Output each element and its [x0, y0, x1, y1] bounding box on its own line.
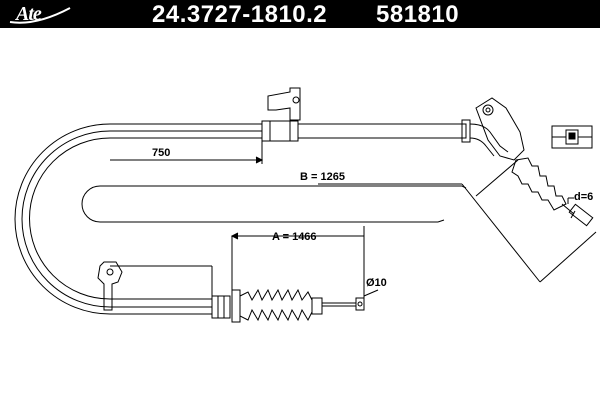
right-bellows — [511, 157, 567, 211]
tube-sleeve — [261, 120, 299, 142]
dim-a-label: A = 1466 — [272, 231, 317, 243]
dim-phi-label: Ø10 — [366, 277, 387, 289]
elbow-fitting — [469, 123, 509, 157]
bracket-hole — [292, 96, 300, 104]
left-bellows — [239, 288, 313, 322]
dim-b-label: B = 1265 — [300, 171, 345, 183]
logo-text: Ate — [16, 3, 42, 25]
left-bracket — [97, 261, 123, 311]
cable-outer-line — [14, 123, 262, 315]
dim-d-label: d=6 — [574, 191, 593, 203]
free-cable-loop — [81, 185, 467, 223]
ferrule-collar — [231, 289, 241, 323]
cable-drawing: 750 B = 1265 A = 1466 Ø10 d=6 — [14, 87, 597, 323]
cable-inner-line — [29, 137, 262, 300]
part-number: 24.3727-1810.2 — [152, 1, 328, 28]
dim-750-label: 750 — [152, 147, 170, 159]
end-plate — [475, 97, 525, 161]
cable-mid-line — [21, 130, 262, 308]
ferrule — [211, 295, 231, 319]
code-number: 581810 — [376, 1, 460, 28]
dim-phi-line — [363, 289, 379, 297]
inner-cable-right — [561, 203, 575, 215]
title-bar: Ate 24.3727-1810.2 581810 — [0, 0, 600, 28]
ate-logo: Ate — [6, 2, 76, 26]
tube-bracket — [267, 87, 301, 121]
end-plate-hole — [482, 104, 494, 116]
right-nipple — [568, 203, 594, 227]
left-nipple — [355, 297, 365, 311]
tube-end-fitting — [461, 119, 471, 143]
logo-swoosh — [9, 7, 71, 24]
left-bracket-hole — [106, 268, 114, 276]
left-bellows-cap — [311, 297, 323, 315]
tube-right — [297, 123, 467, 139]
